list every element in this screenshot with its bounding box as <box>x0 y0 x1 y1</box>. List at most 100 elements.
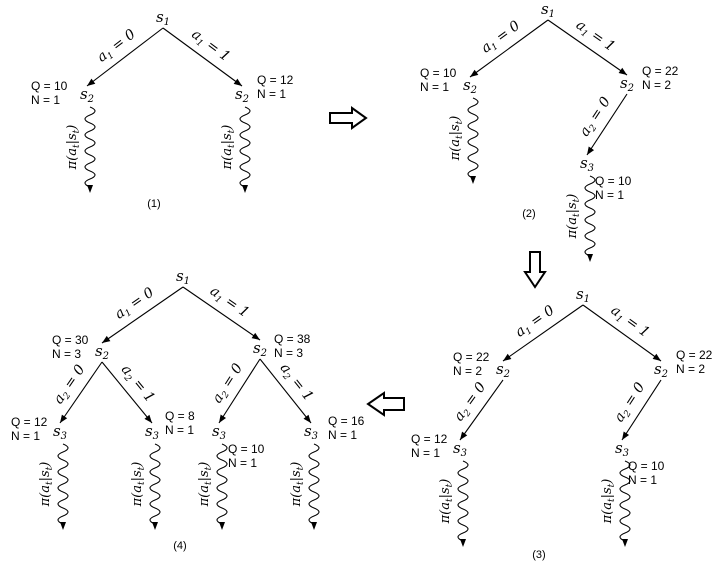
rollout-arrowhead <box>311 522 317 530</box>
edge-label: a2 = 0 <box>577 94 616 140</box>
tree-edge <box>621 379 662 441</box>
edge-label-value: = 0 <box>124 284 157 314</box>
tree-edge <box>218 358 261 424</box>
edge-arrowhead <box>652 353 661 361</box>
edge-label-sub: 2 <box>622 409 634 420</box>
tree-edge <box>101 286 184 344</box>
node-n-count: N = 1 <box>257 87 286 101</box>
edge-label: a1 = 0 <box>478 18 524 58</box>
policy-label: π(at|st) <box>197 462 214 508</box>
node-q-value: Q = 10 <box>31 79 68 93</box>
step-arrows <box>329 106 547 417</box>
tree-node-s2: s2 <box>463 76 477 96</box>
node-n-count: N = 1 <box>11 429 40 443</box>
tree-edge <box>182 286 261 341</box>
node-n-count: N = 1 <box>628 473 657 487</box>
node-q-value: Q = 38 <box>274 332 311 346</box>
edge-label-sub: 2 <box>61 391 73 402</box>
tree-node-s3: s3 <box>53 422 67 442</box>
edge-label-sub: 2 <box>280 371 292 383</box>
edge-label-value: = 0 <box>490 18 523 48</box>
node-n-count: N = 1 <box>228 456 257 470</box>
edge-arrowhead <box>60 414 68 423</box>
tree-node-s2: s2 <box>235 85 249 105</box>
edge-label-sub: 2 <box>220 390 232 401</box>
tree-node-s2: s2 <box>253 339 267 359</box>
node-q-value: Q = 10 <box>628 459 665 473</box>
edge-label-value: = 0 <box>105 26 138 57</box>
rollout-path <box>619 460 631 542</box>
edge-label-value: = 0 <box>459 379 489 412</box>
tree-node-s3: s3 <box>615 439 629 459</box>
rollout-path <box>239 106 251 188</box>
edge-label-sub: 1 <box>613 314 623 325</box>
edge-label-value: = 0 <box>584 94 614 128</box>
policy-label: π(at|st) <box>438 479 455 525</box>
rollout-path <box>467 97 479 179</box>
node-q-value: Q = 22 <box>642 64 679 78</box>
tree-edge <box>586 93 628 156</box>
edge-label-value: = 0 <box>524 302 557 332</box>
node-q-value: Q = 8 <box>165 409 195 423</box>
node-n-count: N = 1 <box>165 423 194 437</box>
edge-arrowhead <box>470 69 479 77</box>
edge-arrowhead <box>303 414 311 423</box>
node-q-value: Q = 22 <box>453 350 490 364</box>
edge-label: a1 = 0 <box>94 26 140 67</box>
node-q-value: Q = 10 <box>420 66 457 80</box>
edge-label: a1 = 0 <box>112 284 158 324</box>
tree-edge <box>502 304 584 362</box>
edge-label-value: = 0 <box>619 380 649 414</box>
edge-label: a2 = 0 <box>451 379 491 425</box>
edge-label-value: = 0 <box>59 362 89 395</box>
node-n-count: N = 2 <box>676 362 705 376</box>
rollout-arrowhead <box>470 176 476 184</box>
rollout-path <box>57 443 69 525</box>
edge-label-value: = 1 <box>219 291 252 321</box>
tree-edge <box>86 27 164 87</box>
edge-arrowhead <box>87 78 96 86</box>
node-n-count: N = 2 <box>453 364 482 378</box>
edge-label: a1 = 1 <box>607 302 653 342</box>
tree-edge <box>547 19 628 76</box>
tree-edge <box>259 358 312 424</box>
node-n-count: N = 1 <box>328 428 357 442</box>
edge-label: a1 = 0 <box>513 302 559 342</box>
rollout-path <box>84 106 96 188</box>
tree-edge <box>459 379 504 441</box>
edge-label-sub: 1 <box>106 51 117 62</box>
edge-label-sub: 1 <box>194 38 205 49</box>
tree-node-s3: s3 <box>453 439 467 459</box>
rollout-arrowhead <box>87 185 93 193</box>
node-q-value: Q = 10 <box>228 442 265 456</box>
policy-label: π(at|st) <box>565 194 582 240</box>
tree-edge <box>101 361 153 424</box>
policy-label: π(at|st) <box>130 462 147 508</box>
edge-label: a2 = 0 <box>51 362 91 408</box>
edge-arrowhead <box>219 414 227 423</box>
edge-label-value: = 1 <box>619 311 652 341</box>
policy-label: π(at|st) <box>65 125 82 171</box>
edge-label-sub: 1 <box>524 326 534 337</box>
tree-edge <box>162 27 243 87</box>
node-n-count: N = 3 <box>52 347 81 361</box>
node-n-count: N = 1 <box>411 446 440 460</box>
tree-node-s3: s3 <box>145 422 159 442</box>
edge-label-value: = 1 <box>585 25 618 55</box>
edge-arrowhead <box>622 431 630 440</box>
edge-arrowhead <box>102 335 111 343</box>
tree-edge <box>582 304 662 362</box>
edge-arrowhead <box>618 67 627 75</box>
edge-label: a1 = 1 <box>572 17 618 57</box>
rollout-arrowhead <box>242 185 248 193</box>
policy-label: π(at|st) <box>38 462 55 508</box>
panel-caption: (3) <box>532 549 545 561</box>
node-n-count: N = 3 <box>274 346 303 360</box>
rollout-path <box>584 175 596 257</box>
rollout-arrowhead <box>622 539 628 547</box>
node-q-value: Q = 16 <box>328 414 365 428</box>
